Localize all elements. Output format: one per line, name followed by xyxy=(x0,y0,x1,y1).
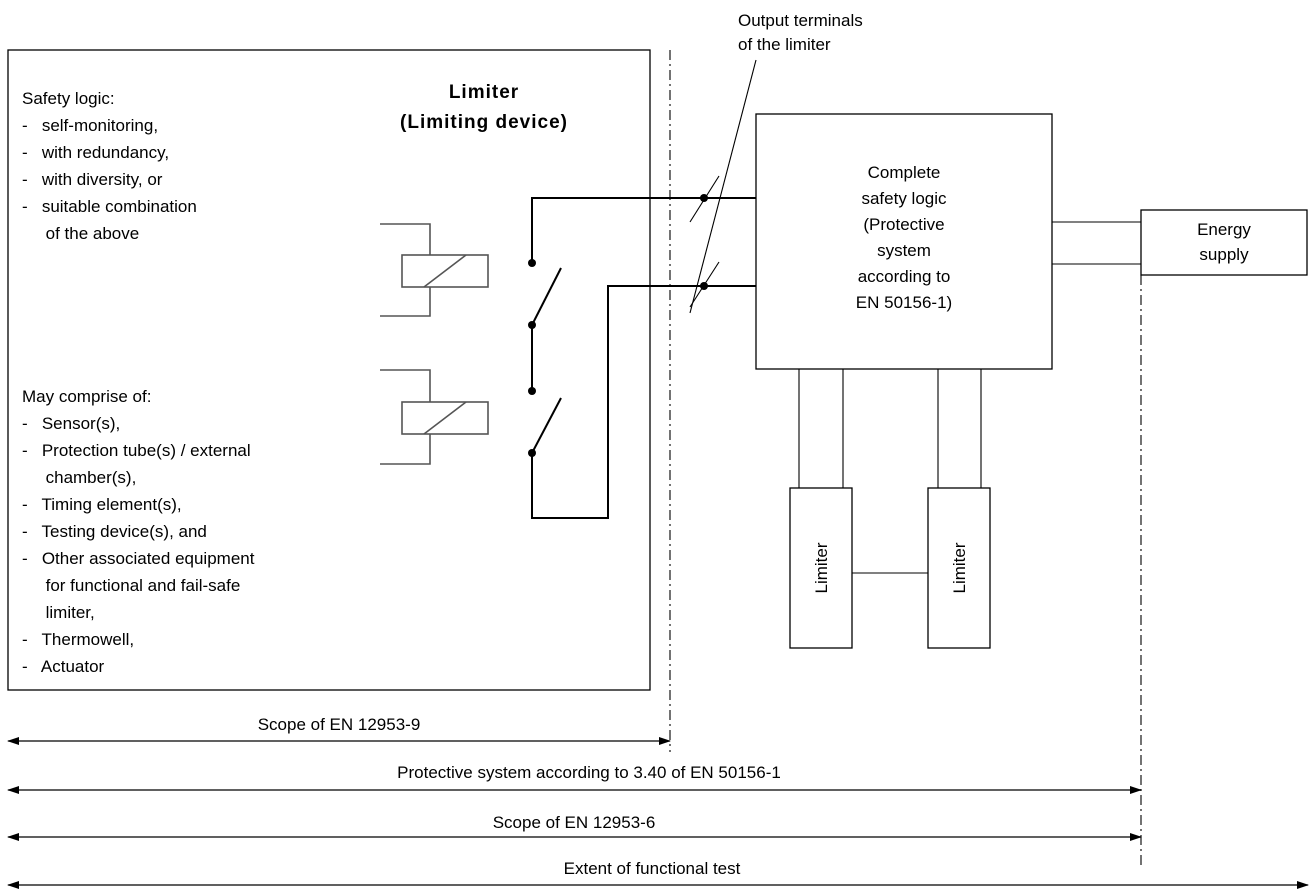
limiter-connections xyxy=(798,369,982,574)
complete-safety-logic-label: Complete safety logic (Protective system… xyxy=(856,163,952,312)
complete-logic-line-1: Complete xyxy=(868,163,941,182)
safety-logic-line-4: - with diversity, or xyxy=(22,170,163,189)
contact-node-3 xyxy=(528,387,536,395)
energy-supply-line-1: Energy xyxy=(1197,220,1251,239)
limiter-title-line-1: Limiter xyxy=(449,82,519,103)
output-terminals xyxy=(689,175,720,308)
protective-system-label: Protective system according to 3.40 of E… xyxy=(397,763,781,782)
comprise-line-3: - Protection tube(s) / external xyxy=(22,441,251,460)
comprise-line-6: - Testing device(s), and xyxy=(22,522,207,541)
complete-logic-line-4: system xyxy=(877,241,931,260)
contact-switch-1 xyxy=(531,267,562,326)
safety-logic-line-6: of the above xyxy=(22,224,139,243)
safety-logic-text: Safety logic: - self-monitoring, - with … xyxy=(22,89,197,243)
scope-en12953-9-label: Scope of EN 12953-9 xyxy=(258,715,421,734)
safety-logic-line-1: Safety logic: xyxy=(22,89,115,108)
comprise-line-4: chamber(s), xyxy=(22,468,136,487)
energy-supply-line-2: supply xyxy=(1199,245,1249,264)
relay-coil-1 xyxy=(380,223,489,317)
complete-logic-line-2: safety logic xyxy=(861,189,947,208)
output-terminals-label: Output terminals of the limiter xyxy=(738,11,863,54)
comprise-line-1: May comprise of: xyxy=(22,387,151,406)
safety-logic-line-5: - suitable combination xyxy=(22,197,197,216)
functional-test-label: Extent of functional test xyxy=(564,859,741,878)
energy-supply-box xyxy=(1140,209,1308,276)
contact-node-1 xyxy=(528,259,536,267)
complete-safety-logic-box xyxy=(755,113,1053,370)
comprise-line-2: - Sensor(s), xyxy=(22,414,120,433)
comprise-line-5: - Timing element(s), xyxy=(22,495,182,514)
output-terminal-2 xyxy=(700,282,708,290)
complete-logic-line-5: according to xyxy=(858,267,951,286)
comprise-line-9: limiter, xyxy=(22,603,95,622)
output-terminals-line-2: of the limiter xyxy=(738,35,831,54)
comprise-line-10: - Thermowell, xyxy=(22,630,134,649)
limiter-title: Limiter (Limiting device) xyxy=(400,82,568,133)
limiter-box-1-label: Limiter xyxy=(812,542,831,593)
output-terminals-line-1: Output terminals xyxy=(738,11,863,30)
relay-coil-2 xyxy=(380,369,489,465)
output-terminals-pointer xyxy=(689,59,757,314)
contact-switch-2 xyxy=(531,397,562,454)
output-terminal-1 xyxy=(700,194,708,202)
comprise-line-8: for functional and fail-safe xyxy=(22,576,240,595)
limiter-box-2 xyxy=(927,487,991,649)
relay-contacts xyxy=(528,197,760,519)
complete-logic-line-6: EN 50156-1) xyxy=(856,293,952,312)
limiter-box-2-label: Limiter xyxy=(950,542,969,593)
limiter-title-line-2: (Limiting device) xyxy=(400,112,568,133)
scope-en12953-6-label: Scope of EN 12953-6 xyxy=(493,813,656,832)
complete-logic-line-3: (Protective xyxy=(863,215,944,234)
safety-logic-line-2: - self-monitoring, xyxy=(22,116,158,135)
limiter-box-1 xyxy=(789,487,853,649)
comprise-text: May comprise of: - Sensor(s), - Protecti… xyxy=(22,387,255,676)
comprise-line-11: - Actuator xyxy=(22,657,105,676)
energy-supply-label: Energy supply xyxy=(1197,220,1251,264)
safety-logic-line-3: - with redundancy, xyxy=(22,143,169,162)
limiting-device-box xyxy=(7,49,651,691)
comprise-line-7: - Other associated equipment xyxy=(22,549,255,568)
scope-arrows: Scope of EN 12953-9 Protective system ac… xyxy=(7,715,1309,889)
